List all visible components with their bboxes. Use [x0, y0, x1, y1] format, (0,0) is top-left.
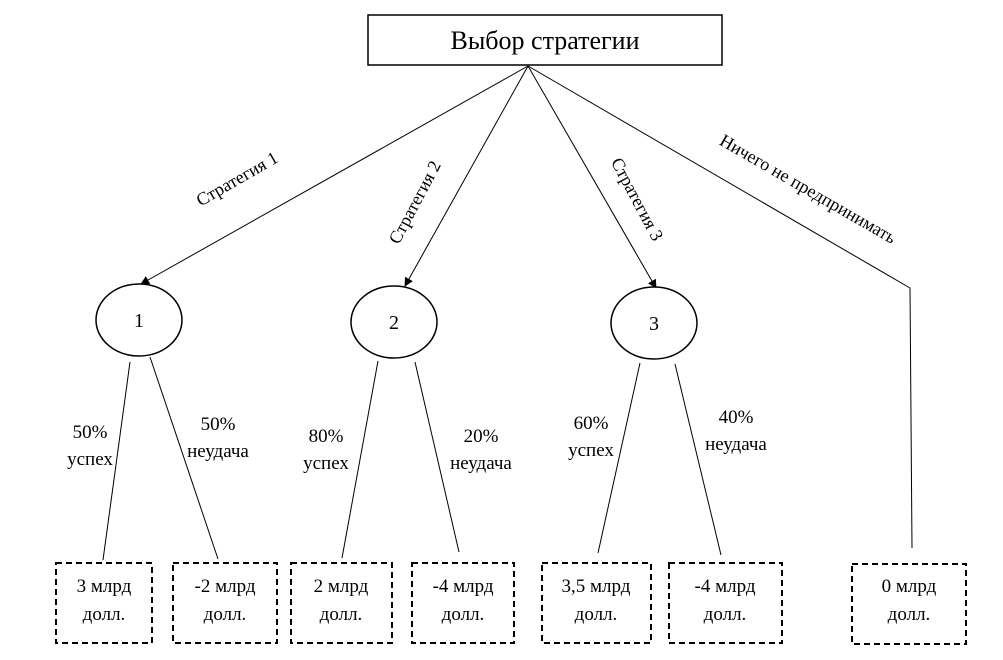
- outcome-3-value: 2 млрд: [314, 576, 369, 597]
- edge-label-strategy-3: Стратегия 3: [607, 154, 667, 244]
- chance-node-2-label: 2: [389, 312, 399, 334]
- edge-strategy-1: [140, 65, 529, 285]
- branch-line-3a: [597, 362, 641, 554]
- outcome-5-value: 3,5 млрд: [562, 576, 631, 597]
- branch-line-1a: [102, 361, 131, 561]
- chance-node-3: [610, 286, 698, 360]
- outcome-box-7: 0 млрд долл.: [851, 563, 967, 645]
- branch-prob-1a: 50%: [73, 422, 108, 443]
- outcome-7-unit: долл.: [888, 604, 931, 625]
- outcome-4-value: -4 млрд: [433, 576, 494, 597]
- branch-result-3b: неудача: [705, 434, 767, 455]
- branch-result-1a: успех: [67, 449, 113, 470]
- chance-node-1: [95, 283, 183, 357]
- outcome-2-unit: долл.: [204, 604, 247, 625]
- root-box: [367, 14, 723, 66]
- branch-result-2a: успех: [303, 453, 349, 474]
- outcome-7-value: 0 млрд: [882, 576, 937, 597]
- outcome-box-4: -4 млрд долл.: [411, 562, 515, 644]
- branch-prob-1b: 50%: [201, 414, 236, 435]
- outcome-3-unit: долл.: [320, 604, 363, 625]
- outcome-box-3: 2 млрд долл.: [290, 562, 393, 644]
- edge-strategy-3: [527, 65, 657, 289]
- branch-line-2b: [414, 361, 460, 553]
- edge-label-strategy-2: Стратегия 2: [385, 157, 445, 247]
- outcome-6-unit: долл.: [704, 604, 747, 625]
- outcome-box-2: -2 млрд долл.: [172, 562, 278, 644]
- branch-result-1b: неудача: [187, 441, 249, 462]
- edge-label-strategy-1: Стратегия 1: [193, 147, 282, 210]
- outcome-1-value: 3 млрд: [77, 576, 132, 597]
- outcome-box-6: -4 млрд долл.: [668, 562, 783, 644]
- branch-prob-3a: 60%: [574, 413, 609, 434]
- outcome-1-unit: долл.: [83, 604, 126, 625]
- branch-result-3a: успех: [568, 440, 614, 461]
- chance-node-1-label: 1: [134, 310, 144, 332]
- branch-line-1b: [149, 356, 219, 560]
- edge-strategy-none: [527, 65, 913, 549]
- branch-prob-3b: 40%: [719, 407, 754, 428]
- branch-prob-2b: 20%: [464, 426, 499, 447]
- edge-label-do-nothing: Ничего не предпринимать: [716, 130, 899, 247]
- chance-node-3-label: 3: [649, 313, 659, 335]
- branch-line-2a: [341, 360, 379, 559]
- outcome-box-1: 3 млрд долл.: [55, 562, 153, 644]
- outcome-6-value: -4 млрд: [695, 576, 756, 597]
- edge-strategy-2: [404, 65, 529, 287]
- chance-node-2: [350, 285, 438, 359]
- outcome-5-unit: долл.: [575, 604, 618, 625]
- root-label: Выбор стратегии: [450, 26, 639, 55]
- outcome-2-value: -2 млрд: [195, 576, 256, 597]
- branch-prob-2a: 80%: [309, 426, 344, 447]
- branch-line-3b: [674, 363, 722, 556]
- outcome-4-unit: долл.: [442, 604, 485, 625]
- outcome-box-5: 3,5 млрд долл.: [541, 562, 652, 644]
- branch-result-2b: неудача: [450, 453, 512, 474]
